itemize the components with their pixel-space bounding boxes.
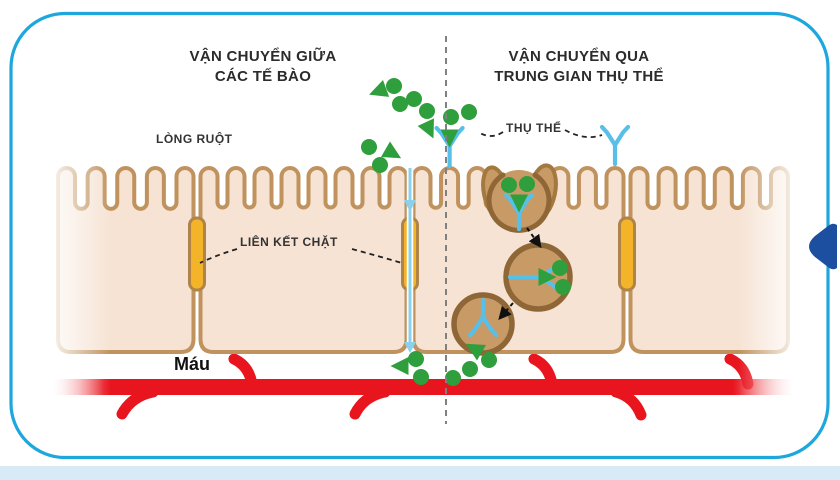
molecule-triangle-icon xyxy=(465,343,486,361)
panel-handle-chevron-icon[interactable] xyxy=(809,223,837,270)
section-title-right: VẬN CHUYỂN QUA TRUNG GIAN THỤ THỂ xyxy=(429,47,729,87)
molecule-circle-icon xyxy=(392,96,408,112)
footer-strip xyxy=(0,466,840,480)
tight-junctions xyxy=(188,216,636,292)
molecule-circle-icon xyxy=(555,279,571,295)
molecule-triangle-icon xyxy=(381,141,402,159)
molecule-triangle-icon xyxy=(440,129,459,148)
section-title-right-line1: VẬN CHUYỂN QUA xyxy=(508,48,650,65)
blood-label: Máu xyxy=(174,354,210,374)
receptor-label: THỤ THỂ xyxy=(506,121,562,135)
epithelial-cell-layer xyxy=(56,166,790,354)
nutrient-molecules xyxy=(361,78,571,386)
molecule-circle-icon xyxy=(481,352,497,368)
molecule-circle-icon xyxy=(408,351,424,367)
tight-junction-bar xyxy=(618,216,636,292)
label-leader-lines xyxy=(199,129,603,264)
left-edge-fade xyxy=(45,140,111,440)
paracellular-arrow-icon xyxy=(404,168,416,353)
molecule-circle-icon xyxy=(386,78,402,94)
molecule-circle-icon xyxy=(519,176,535,192)
molecule-circle-icon xyxy=(461,104,477,120)
tight-junction-label: LIÊN KẾT CHẶT xyxy=(240,235,338,249)
endocytosis-step-arrows xyxy=(498,227,542,320)
receptor-icon xyxy=(503,192,535,232)
molecule-circle-icon xyxy=(413,369,429,385)
lumen-label: LÒNG RUỘT xyxy=(156,132,233,146)
epithelial-cell xyxy=(198,166,409,354)
section-title-left-line2: CÁC TẾ BÀO xyxy=(214,68,312,85)
molecule-circle-icon xyxy=(462,361,478,377)
section-title-left: VẬN CHUYỂN GIỮA CÁC TẾ BÀO xyxy=(113,47,413,87)
blood-vessel xyxy=(52,353,792,421)
tight-junction-bar xyxy=(188,216,206,292)
molecule-circle-icon xyxy=(552,260,568,276)
molecule-triangle-icon xyxy=(510,194,528,213)
section-title-left-line1: VẬN CHUYỂN GIỮA xyxy=(189,48,337,65)
transport-vesicle xyxy=(451,292,515,356)
receptor-icon xyxy=(599,124,631,167)
molecule-circle-icon xyxy=(372,157,388,173)
molecule-triangle-icon xyxy=(369,79,390,97)
molecule-circle-icon xyxy=(406,91,422,107)
right-edge-fade xyxy=(738,140,802,440)
molecule-circle-icon xyxy=(361,139,377,155)
molecule-triangle-icon xyxy=(538,268,557,286)
molecule-circle-icon xyxy=(445,370,461,386)
molecule-triangle-icon xyxy=(390,357,409,375)
section-title-right-line2: TRUNG GIAN THỤ THỂ xyxy=(494,68,664,85)
molecule-circle-icon xyxy=(419,103,435,119)
blood-vessel-trunk xyxy=(52,379,792,395)
receptor-icon xyxy=(467,297,499,338)
molecule-circle-icon xyxy=(501,177,517,193)
molecule-triangle-icon xyxy=(417,118,434,139)
